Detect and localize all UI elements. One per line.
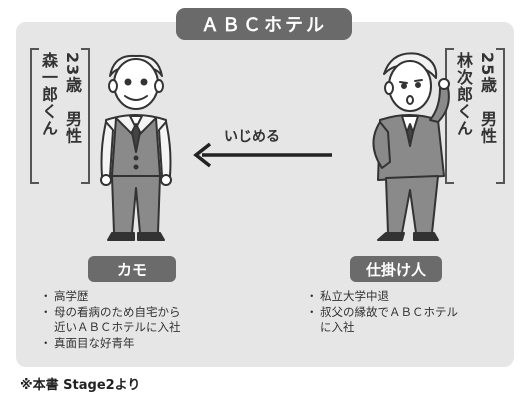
right-name: 林次郎くん: [454, 52, 473, 137]
left-character-label: 23歳 男性 森一郎くん: [30, 48, 90, 184]
left-traits-list: 高学歴 母の看病のため自宅から 近いＡＢＣホテルに入社 真面目な好青年: [40, 289, 250, 351]
right-character-label: 25歳 男性 林次郎くん: [445, 48, 505, 184]
right-role-chip: 仕掛け人: [350, 256, 442, 282]
list-item: 私立大学中退: [306, 289, 506, 305]
list-item: 真面目な好青年: [40, 336, 250, 352]
left-character-illustration: [100, 54, 172, 241]
right-age-gender: 25歳 男性: [478, 52, 497, 145]
arrow-label: いじめる: [224, 129, 280, 145]
hotel-title: ＡＢＣホテル: [176, 8, 352, 40]
arrow-left-icon: [193, 142, 332, 168]
left-age-gender: 23歳 男性: [63, 52, 82, 145]
list-item: 高学歴: [40, 289, 250, 305]
list-item: 叔父の縁故でＡＢＣホテル に入社: [306, 305, 506, 336]
left-name: 森一郎くん: [39, 52, 58, 137]
list-item: 母の看病のため自宅から 近いＡＢＣホテルに入社: [40, 305, 250, 336]
left-role-chip: カモ: [88, 256, 176, 282]
right-traits-list: 私立大学中退 叔父の縁故でＡＢＣホテル に入社: [306, 289, 506, 336]
source-note: ※本書 Stage2より: [20, 378, 141, 393]
right-character-illustration: [372, 52, 450, 241]
